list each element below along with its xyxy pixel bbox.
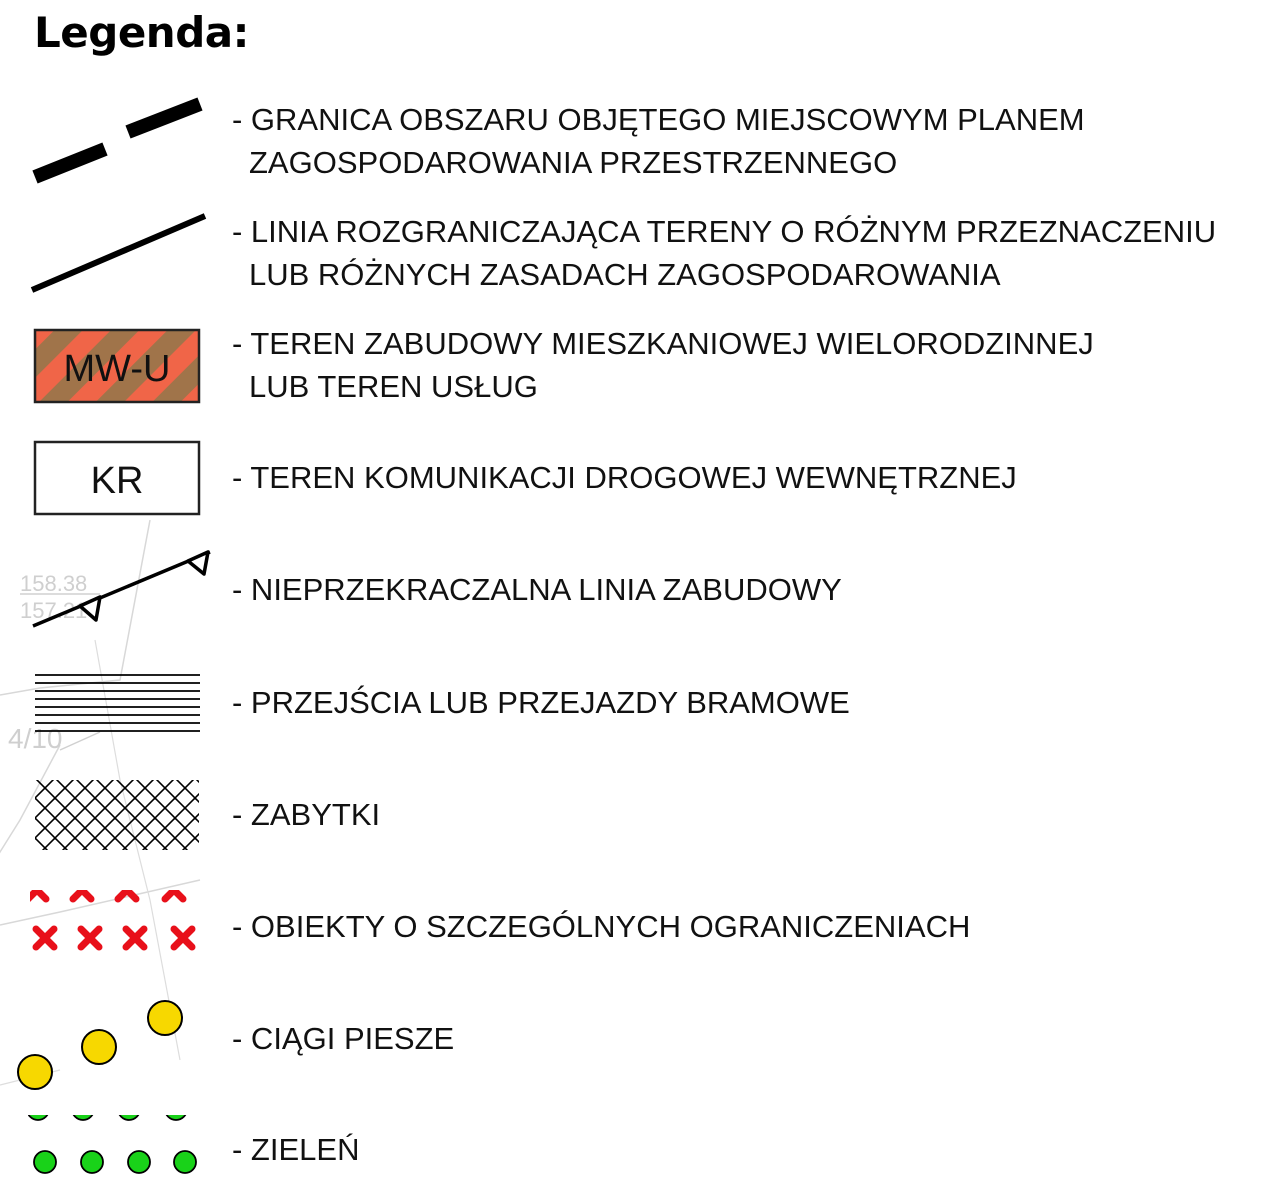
map-label: 4/10 — [8, 723, 63, 754]
legend-text-linia-rozgraniczajaca: - LINIA ROZGRANICZAJĄCA TERENY O RÓŻNYM … — [232, 210, 1216, 296]
legend-text-kr: - TEREN KOMUNIKACJI DROGOWEJ WEWNĘTRZNEJ — [232, 456, 1017, 499]
legend-line: LUB TEREN USŁUG — [249, 369, 538, 404]
legend-text-przejscia: - PRZEJŚCIA LUB PRZEJAZDY BRAMOWE — [232, 681, 850, 724]
legend-line: - TEREN KOMUNIKACJI DROGOWEJ WEWNĘTRZNEJ — [232, 460, 1017, 495]
symbol-greenery — [0, 1112, 215, 1178]
symbol-pedestrian-routes — [0, 995, 215, 1095]
symbol-dividing-line — [0, 210, 215, 300]
legend-line: - LINIA ROZGRANICZAJĄCA TERENY O RÓŻNYM … — [232, 214, 1217, 249]
mw-u-label: MW-U — [64, 348, 171, 390]
symbol-monuments-crosshatch — [0, 778, 215, 852]
legend-line: - ZIELEŃ — [232, 1132, 360, 1167]
legend-line: - GRANICA OBSZARU OBJĘTEGO MIEJSCOWYM PL… — [232, 102, 1085, 137]
legend-title: Legenda: — [34, 8, 249, 57]
legend-line: - ZABYTKI — [232, 797, 381, 832]
legend-line: - TEREN ZABUDOWY MIESZKANIOWEJ WIELORODZ… — [232, 326, 1094, 361]
symbol-gate-passage — [0, 672, 215, 736]
symbol-dashed-boundary — [0, 95, 215, 190]
kr-label: KR — [91, 460, 144, 502]
legend-line: ZAGOSPODAROWANIA PRZESTRZENNEGO — [249, 145, 898, 180]
legend-text-zabytki: - ZABYTKI — [232, 793, 380, 836]
symbol-mw-u-area: MW-U — [0, 328, 215, 406]
legend-line: - CIĄGI PIESZE — [232, 1021, 455, 1056]
legend-line: - PRZEJŚCIA LUB PRZEJAZDY BRAMOWE — [232, 685, 850, 720]
legend-line: - NIEPRZEKRACZALNA LINIA ZABUDOWY — [232, 572, 842, 607]
legend-text-obiekty: - OBIEKTY O SZCZEGÓLNYCH OGRANICZENIACH — [232, 905, 970, 948]
legend-text-zielen: - ZIELEŃ — [232, 1128, 359, 1171]
legend-line: LUB RÓŻNYCH ZASADACH ZAGOSPODAROWANIA — [249, 257, 1001, 292]
map-label: 158.38 — [20, 571, 87, 596]
legend-line: - OBIEKTY O SZCZEGÓLNYCH OGRANICZENIACH — [232, 909, 971, 944]
symbol-kr-road-area: KR — [0, 440, 215, 518]
legend-text-mw-u: - TEREN ZABUDOWY MIESZKANIOWEJ WIELORODZ… — [232, 322, 1094, 408]
legend-text-granica: - GRANICA OBSZARU OBJĘTEGO MIEJSCOWYM PL… — [232, 98, 1085, 184]
legend-text-ciagi-piesze: - CIĄGI PIESZE — [232, 1017, 454, 1060]
symbol-building-line — [0, 540, 215, 635]
symbol-restricted-objects — [0, 885, 215, 957]
legend-text-linia-zabudowy: - NIEPRZEKRACZALNA LINIA ZABUDOWY — [232, 568, 842, 611]
